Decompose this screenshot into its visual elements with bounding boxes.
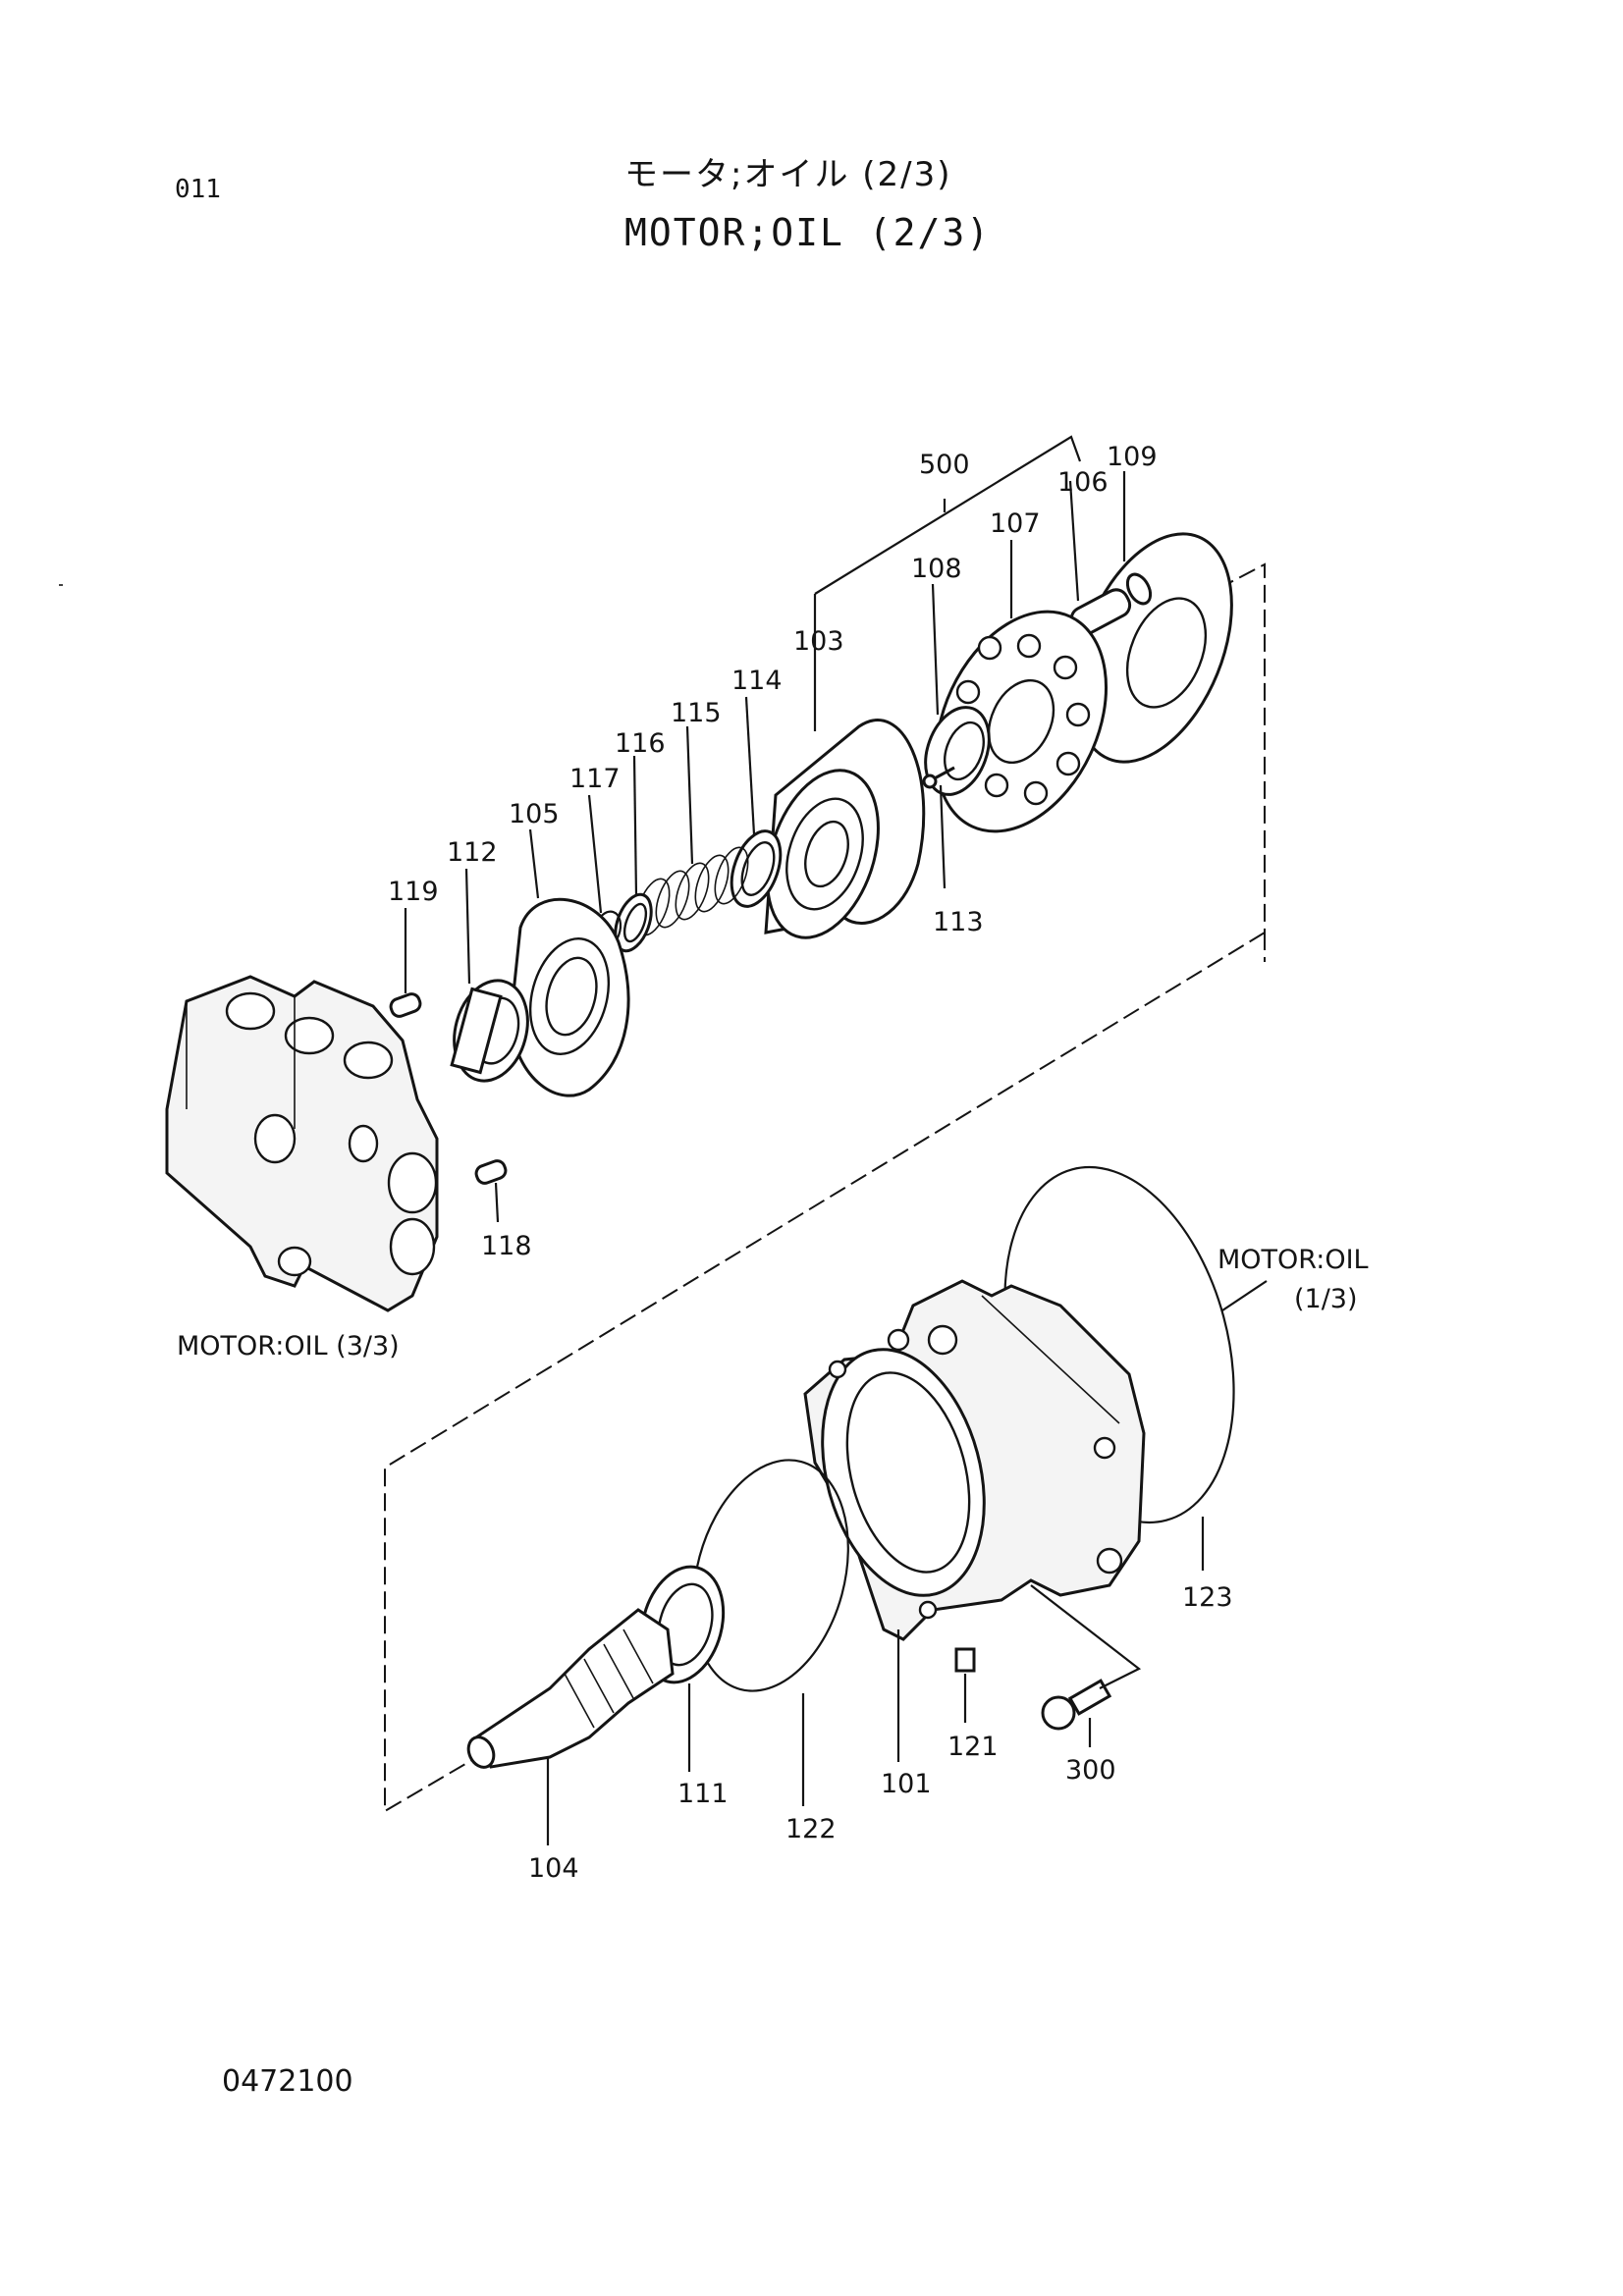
callout-117: 117 — [569, 764, 621, 794]
callout-105: 105 — [509, 799, 560, 829]
callout-118: 118 — [481, 1231, 532, 1261]
callout-109: 109 — [1107, 442, 1158, 472]
part-118-pin — [474, 1159, 508, 1185]
part-105-swash-plate — [509, 897, 630, 1097]
leader-lines — [404, 471, 1268, 1845]
part-300-bolt — [1041, 1679, 1112, 1731]
alignment-lines — [384, 562, 1266, 1813]
callout-123: 123 — [1182, 1582, 1233, 1613]
callout-114: 114 — [731, 666, 783, 696]
part-103-cylinder-block — [764, 719, 926, 939]
callout-107: 107 — [990, 508, 1041, 539]
xref-motor-oil-1-3-line2: (1/3) — [1294, 1284, 1358, 1314]
callout-122: 122 — [785, 1814, 837, 1844]
callout-115: 115 — [671, 698, 722, 728]
part-115-spring — [635, 846, 749, 936]
part-122-o-ring — [692, 1459, 849, 1692]
callout-112: 112 — [447, 837, 498, 868]
callout-104: 104 — [528, 1853, 579, 1884]
xref-motor-oil-3-3: MOTOR:OIL (3/3) — [177, 1331, 400, 1362]
part-104-shaft — [466, 1608, 675, 1769]
page-number: 011 — [175, 175, 221, 204]
callout-labels: 500 106 109 107 108 103 114 115 116 117 … — [388, 442, 1233, 1884]
callout-101: 101 — [881, 1769, 932, 1799]
part-119-pin — [389, 992, 422, 1018]
part-108-spherical-bushing — [924, 706, 991, 796]
part-116-ring — [614, 892, 653, 953]
part-121-plug — [954, 1647, 976, 1673]
part-106-pin — [1069, 572, 1153, 636]
part-113-pin — [922, 766, 955, 789]
callout-111: 111 — [677, 1779, 729, 1809]
part-112-bearing — [450, 979, 529, 1083]
bolt-pointer-300 — [1030, 1584, 1142, 1689]
cross-reference-labels: MOTOR:OIL (1/3) MOTOR:OIL (3/3) — [177, 1245, 1369, 1362]
part-101-casing — [803, 1279, 1146, 1641]
callout-300: 300 — [1065, 1755, 1116, 1786]
xref-motor-oil-1-3-line1: MOTOR:OIL — [1217, 1245, 1369, 1275]
callout-119: 119 — [388, 877, 439, 907]
callout-103: 103 — [793, 626, 844, 657]
callout-113: 113 — [933, 907, 984, 937]
callout-500: 500 — [919, 450, 970, 480]
callout-116: 116 — [615, 728, 666, 759]
drawing-number: 0472100 — [222, 2064, 353, 2099]
callout-106: 106 — [1057, 467, 1109, 498]
callout-108: 108 — [911, 554, 962, 584]
callout-121: 121 — [947, 1732, 999, 1762]
page-title-japanese: モータ;オイル (2/3) — [624, 155, 952, 194]
page-title-english: MOTOR;OIL (2/3) — [624, 211, 992, 254]
valve-housing — [165, 975, 439, 1312]
bracket-500 — [813, 435, 1082, 677]
